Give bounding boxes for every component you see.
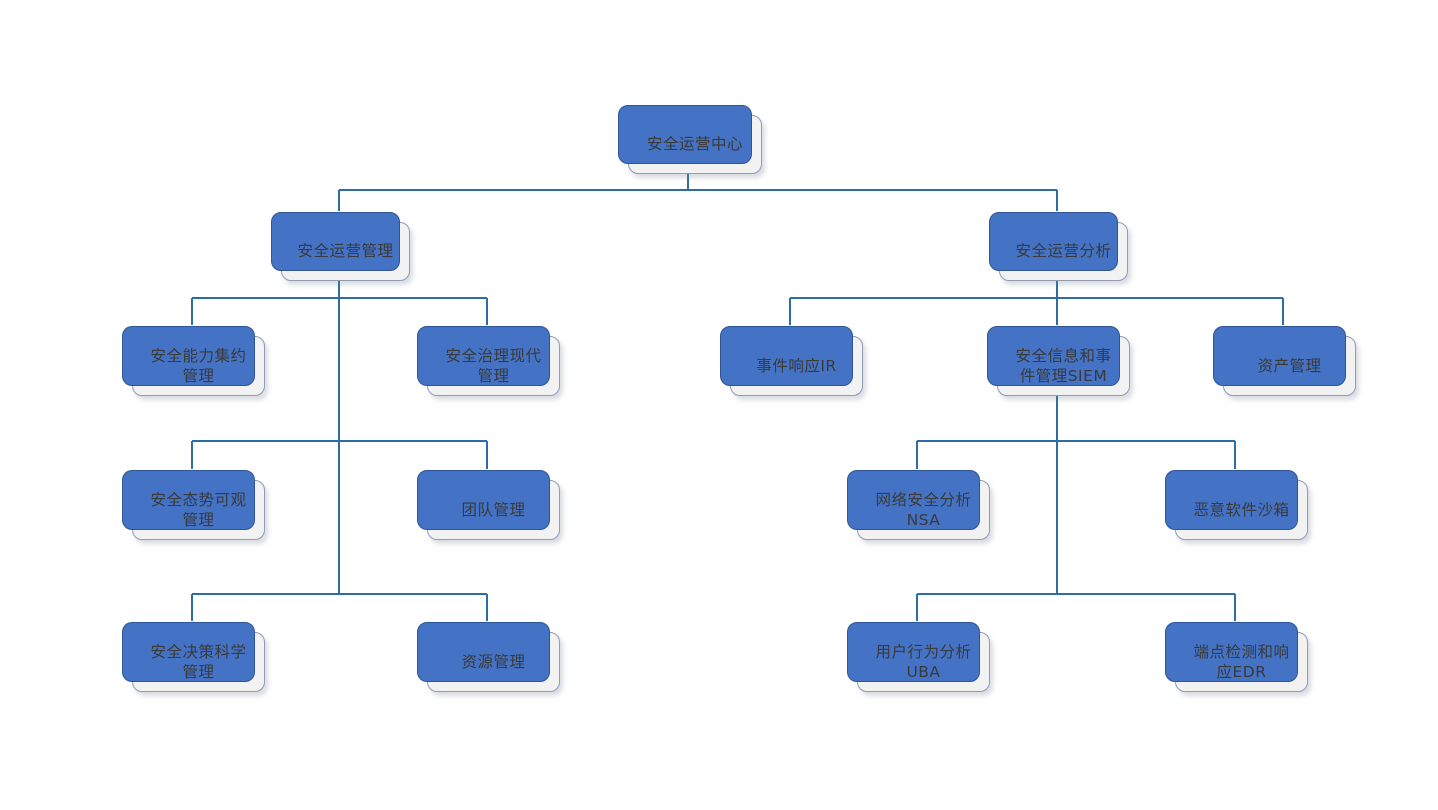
node-label: 团队管理 xyxy=(461,500,526,519)
node-network-security-analysis-nsa: 网络安全分析 NSA xyxy=(847,470,990,540)
node-label: 用户行为分析 UBA xyxy=(875,642,972,681)
node-label: 安全决策科学 管理 xyxy=(150,642,247,681)
node-asset-management: 资产管理 xyxy=(1213,326,1356,396)
node-decision-science-management: 安全决策科学 管理 xyxy=(122,622,265,692)
node-label: 事件响应IR xyxy=(756,356,837,375)
node-security-operations-center: 安全运营中心 xyxy=(618,105,762,174)
node-label: 网络安全分析 NSA xyxy=(875,490,972,529)
node-label: 安全治理现代 管理 xyxy=(445,346,542,385)
node-user-behavior-analytics-uba: 用户行为分析 UBA xyxy=(847,622,990,692)
node-capability-consolidation-management: 安全能力集约 管理 xyxy=(122,326,265,396)
node-resource-management: 资源管理 xyxy=(417,622,560,692)
node-label: 端点检测和响 应EDR xyxy=(1193,642,1290,681)
node-label: 资产管理 xyxy=(1257,356,1322,375)
node-label: 安全能力集约 管理 xyxy=(150,346,247,385)
node-siem: 安全信息和事 件管理SIEM xyxy=(987,326,1130,396)
node-security-posture-observability-management: 安全态势可观 管理 xyxy=(122,470,265,540)
node-governance-modernization-management: 安全治理现代 管理 xyxy=(417,326,560,396)
node-label: 安全运营管理 xyxy=(297,242,394,261)
node-endpoint-detection-response-edr: 端点检测和响 应EDR xyxy=(1165,622,1308,692)
node-label: 安全态势可观 管理 xyxy=(150,490,247,529)
node-malware-sandbox: 恶意软件沙箱 xyxy=(1165,470,1308,540)
node-security-operations-analysis: 安全运营分析 xyxy=(989,212,1128,281)
node-security-operations-management: 安全运营管理 xyxy=(271,212,410,281)
node-label: 安全信息和事 件管理SIEM xyxy=(1015,346,1112,385)
node-label: 安全运营分析 xyxy=(1015,242,1112,261)
node-label: 安全运营中心 xyxy=(646,135,743,154)
node-label: 恶意软件沙箱 xyxy=(1193,500,1290,519)
node-incident-response-ir: 事件响应IR xyxy=(720,326,863,396)
node-team-management: 团队管理 xyxy=(417,470,560,540)
node-label: 资源管理 xyxy=(461,652,526,671)
